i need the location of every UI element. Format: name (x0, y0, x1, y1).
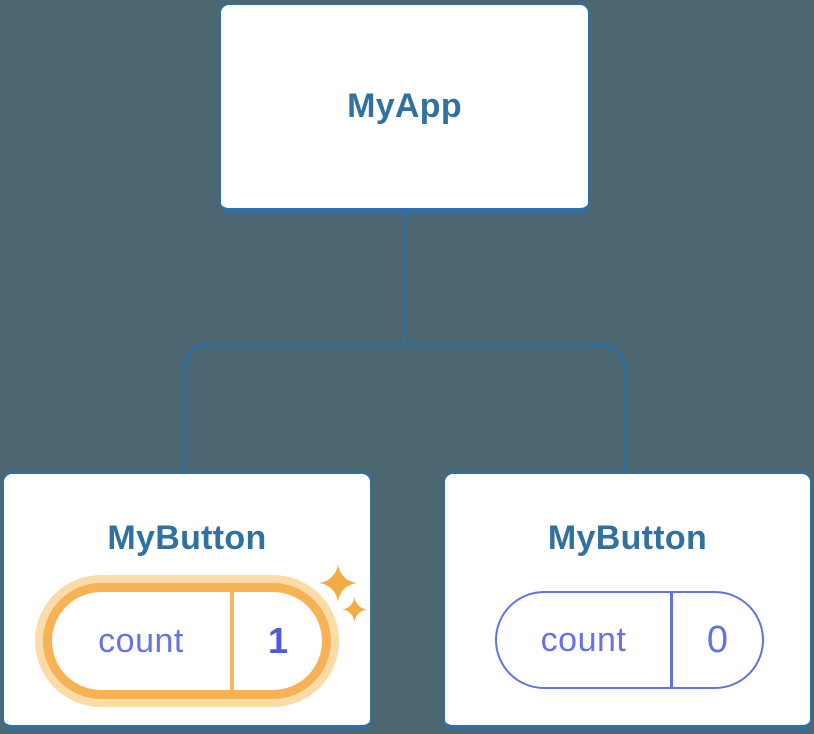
state-key-cell: count (497, 593, 673, 687)
state-value-cell: 1 (234, 592, 322, 690)
state-pill-highlight-ring: count 1 (43, 583, 331, 699)
sparkle-icon (342, 597, 367, 622)
state-pill-idle: count 0 (495, 591, 764, 689)
component-node-mybutton-idle: MyButton count 0 (443, 472, 812, 730)
state-pill-highlight-halo: count 1 (35, 575, 339, 707)
tree-connector-root-line (403, 211, 406, 344)
component-label-myapp: MyApp (347, 87, 462, 125)
component-node-mybutton-active: MyButton count 1 (2, 472, 372, 730)
sparkle-icon (319, 564, 357, 602)
state-key-cell: count (52, 592, 234, 690)
component-node-myapp: MyApp (219, 3, 590, 213)
tree-connector-branch (183, 343, 626, 473)
state-value-cell: 0 (673, 593, 762, 687)
state-value: 0 (706, 618, 729, 661)
state-value: 1 (267, 620, 289, 661)
state-key-label: count (540, 620, 627, 659)
component-label-mybutton-idle: MyButton (547, 519, 708, 557)
state-pill-active: count 1 (52, 592, 322, 690)
state-key-label: count (98, 621, 184, 660)
component-label-mybutton-active: MyButton (107, 519, 267, 557)
